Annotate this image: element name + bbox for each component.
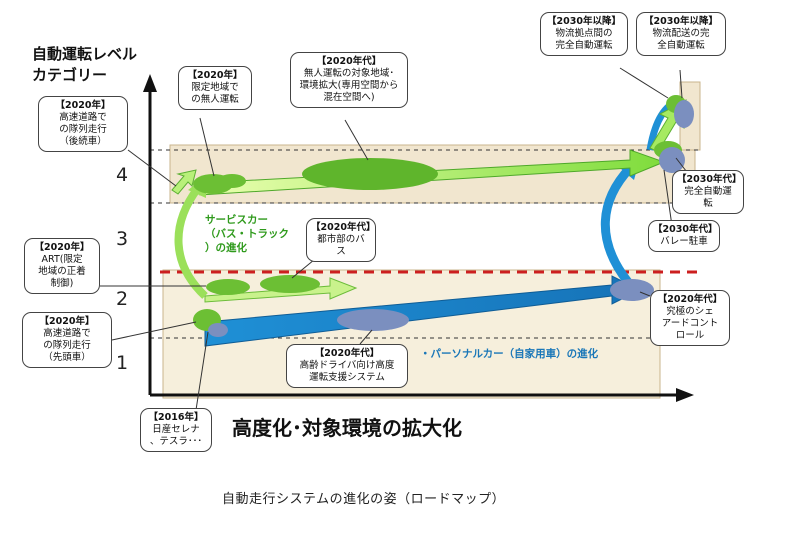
callout-header: 【2030年代】 <box>677 174 742 185</box>
callout-art: 【2020年】 ART(限定 地域の正着 制御) <box>24 238 100 294</box>
callout-body: 物流拠点間の 完全自動運転 <box>555 28 613 51</box>
ellipse-valet <box>659 147 685 173</box>
ellipse-unmanned-expand <box>302 158 438 190</box>
level-1-label: 1 <box>116 352 129 374</box>
callout-body: 高齢ドライバ向け高度 運転支援システム <box>299 360 395 383</box>
callout-logistics-delivery: 【2030年以降】 物流配送の完 全自動運転 <box>636 12 726 56</box>
callout-body: 無人運転の対象地域･ 環境拡大(専用空間から 混在空間へ) <box>299 68 399 103</box>
callout-shared-control: 【2020年代】 究極のシェ アードコント ロール <box>650 290 730 346</box>
callout-header: 【2020年】 <box>187 70 243 81</box>
callout-limited-area: 【2020年】 限定地域で の無人運転 <box>178 66 252 110</box>
callout-city-bus: 【2020年代】 都市部のバ ス <box>306 218 376 262</box>
ellipse-city-bus <box>260 275 320 293</box>
callout-body: 完全自動運 転 <box>684 186 732 209</box>
callout-body: 日産セレナ 、テスラ･･･ <box>149 424 203 447</box>
callout-header: 【2020年】 <box>55 100 111 111</box>
ellipse-art <box>206 279 250 295</box>
ellipse-elderly-assist <box>337 309 409 331</box>
y-axis-title: 自動運転レベル カテゴリー <box>32 45 138 84</box>
callout-valet-parking: 【2030年代】 バレー駐車 <box>648 220 720 252</box>
callout-elderly-assist: 【2020年代】 高齢ドライバ向け高度 運転支援システム <box>286 344 408 388</box>
callout-logistics-hubs: 【2030年以降】 物流拠点間の 完全自動運転 <box>540 12 628 56</box>
ellipse-full-auto <box>674 100 694 128</box>
callout-header: 【2030年代】 <box>653 224 718 235</box>
callout-body: ART(限定 地域の正着 制御) <box>38 254 86 289</box>
callout-body: 高速道路で の隊列走行 （後続車） <box>59 112 107 147</box>
callout-platoon-lead: 【2020年】 高速道路で の隊列走行 （先頭車） <box>22 312 112 368</box>
personal-car-label: ・パーソナルカー（自家用車）の進化 <box>420 348 599 360</box>
service-car-label: サービスカー （バス・トラック ）の進化 <box>205 214 289 254</box>
callout-2016: 【2016年】 日産セレナ 、テスラ･･･ <box>140 408 212 452</box>
callout-body: 限定地域で の無人運転 <box>191 82 239 105</box>
ellipse-shared-control <box>610 279 654 301</box>
figure-caption: 自動走行システムの進化の姿（ロードマップ） <box>222 492 506 507</box>
callout-platoon-follow: 【2020年】 高速道路で の隊列走行 （後続車） <box>38 96 128 152</box>
callout-body: 高速道路で の隊列走行 （先頭車） <box>43 328 91 363</box>
level-2-label: 2 <box>116 288 129 310</box>
ellipse-limited-area <box>218 174 246 188</box>
callout-body: バレー駐車 <box>660 236 708 247</box>
callout-unmanned-expand: 【2020年代】 無人運転の対象地域･ 環境拡大(専用空間から 混在空間へ) <box>290 52 408 108</box>
callout-body: 物流配送の完 全自動運転 <box>652 28 710 51</box>
callout-header: 【2016年】 <box>148 412 204 423</box>
callout-body: 都市部のバ ス <box>317 234 365 257</box>
callout-header: 【2020年代】 <box>657 294 723 305</box>
level-3-label: 3 <box>116 228 129 250</box>
callout-header: 【2020年代】 <box>311 222 376 233</box>
callout-header: 【2030年以降】 <box>644 16 718 27</box>
callout-full-auto: 【2030年代】 完全自動運 転 <box>672 170 744 214</box>
callout-header: 【2020年】 <box>34 242 90 253</box>
x-axis-title: 高度化･対象環境の拡大化 <box>232 416 462 440</box>
callout-header: 【2030年以降】 <box>547 16 621 27</box>
callout-header: 【2020年代】 <box>316 56 382 67</box>
callout-header: 【2020年】 <box>39 316 95 327</box>
level-4-label: 4 <box>116 164 129 186</box>
callout-body: 究極のシェ アードコント ロール <box>661 306 719 341</box>
callout-header: 【2020年代】 <box>314 348 380 359</box>
